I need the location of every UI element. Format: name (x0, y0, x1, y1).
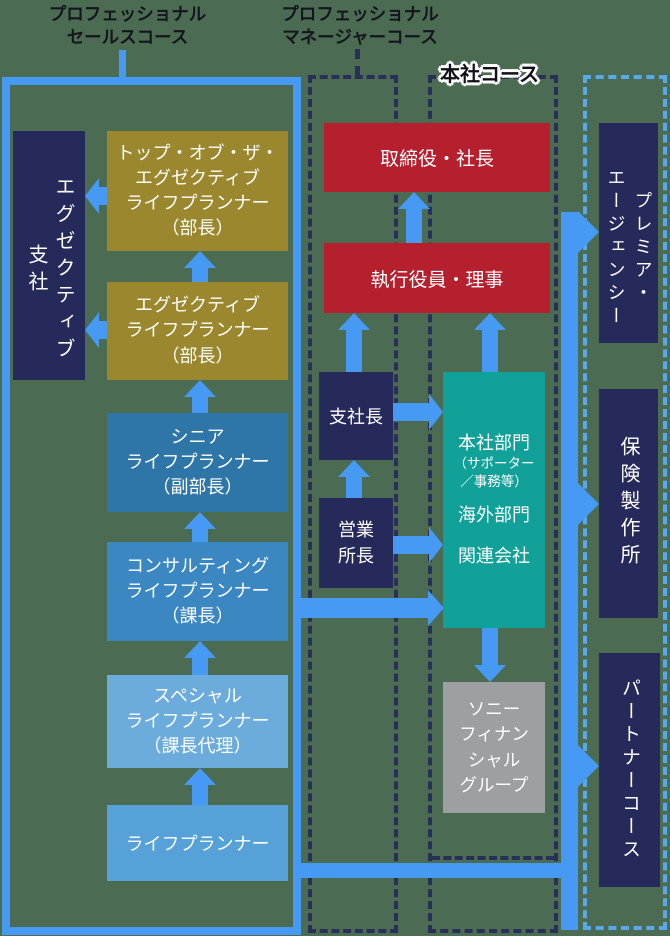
arrow-head (474, 665, 506, 682)
arrow-shaft (192, 656, 208, 675)
executive-officer-box: 執行役員・理事 (324, 243, 550, 313)
arrow-head (184, 251, 216, 268)
arrow-shaft (192, 783, 208, 805)
partner-course-label: パートナーコース (619, 678, 640, 862)
arrow-shaft (482, 328, 498, 372)
arrow-shaft (98, 321, 107, 339)
arrow-sales-office-to-branch-manager (338, 460, 370, 498)
arrow-branch-manager-to-head-office (393, 394, 443, 430)
arrow-head (184, 512, 216, 529)
arrow-special-to-consulting (184, 641, 216, 675)
arrow-consulting-to-senior (184, 512, 216, 542)
consulting-lifeplanner-box: コンサルティング ライフプランナー （課長） (107, 542, 288, 641)
manager-course-frame (308, 75, 398, 933)
executive-branch-label: エグゼクティブ 支社 (25, 176, 74, 365)
arrow-sales-course-to-head-office (296, 590, 444, 626)
arrow-head (474, 313, 506, 330)
head-office-departments-box: 本社部門 （サポーター ／事務等） 海外部門 関連会社 (443, 372, 545, 628)
arrow-shaft (393, 536, 429, 554)
sony-financial-group-box: ソニー フィナン シャル グループ (443, 682, 545, 813)
senior-lifeplanner-box: シニア ライフプランナー （副部長） (107, 413, 288, 512)
arrow-head (184, 768, 216, 785)
arrow-shaft (482, 628, 498, 667)
arrow-to-partner-course (578, 745, 599, 787)
executive-branch-box: エグゼクティブ 支社 (13, 131, 85, 380)
partner-course-box: パートナーコース (599, 653, 660, 887)
arrow-shaft (296, 598, 429, 618)
arrow-head-office-to-sony-financial (474, 628, 506, 682)
arrow-head (85, 312, 99, 348)
arrow-head (85, 178, 99, 214)
arrow-exec-officer-to-president (398, 192, 430, 243)
arrow-shaft (561, 212, 578, 930)
arrow-senior-to-exec-lp (184, 380, 216, 413)
top-of-executive-lifeplanner-box: トップ・オブ・ザ・ エグゼクティブ ライフプランナー （部長） (107, 131, 288, 251)
arrow-sales-office-to-head-office (393, 527, 443, 563)
arrow-head (429, 527, 443, 563)
arrow-shaft (293, 863, 568, 878)
head-office-dept-label: 本社部門 (458, 432, 530, 453)
arrow-head (429, 394, 443, 430)
arrow-to-hoken-seisakusho (578, 483, 599, 525)
lifeplanner-box: ライフプランナー (107, 805, 288, 881)
sales-course-frame (2, 77, 301, 935)
hoken-seisakusho-label: 保険製作所 (617, 436, 639, 571)
arrow-exec-lp-to-branch (85, 312, 107, 348)
label-professional-sales-course: プロフェッショナル セールスコース (48, 4, 207, 48)
arrow-head (398, 192, 430, 209)
arrow-head (184, 380, 216, 397)
hoken-seisakusho-box: 保険製作所 (599, 389, 658, 618)
arrow-branch-manager-to-exec-officer (338, 313, 370, 372)
label-honsha-course: 本社コース (440, 64, 539, 86)
arrow-right-riser-bar (561, 212, 578, 930)
premier-agency-label: プレミア・ エージェンシー (605, 168, 653, 329)
head-office-sub1-label: （サポーター (453, 456, 535, 472)
honsha-course-frame (428, 75, 558, 933)
arrow-top-exec-to-branch (85, 178, 107, 214)
arrow-shaft (192, 266, 208, 282)
label-professional-manager-course: プロフェッショナル マネージャーコース (281, 4, 439, 48)
sales-label-connector (119, 50, 126, 79)
branch-manager-box: 支社長 (319, 372, 393, 460)
arrow-shaft (192, 527, 208, 542)
arrow-shaft (346, 475, 362, 498)
arrow-bottom-horizontal-bar (293, 863, 568, 878)
overseas-dept-label: 海外部門 (458, 505, 530, 526)
manager-label-connector (355, 49, 360, 76)
arrow-shaft (346, 328, 362, 372)
affiliated-companies-label: 関連会社 (458, 545, 530, 566)
arrow-head (578, 745, 599, 787)
arrow-shaft (406, 207, 422, 243)
arrow-head (428, 590, 444, 626)
arrow-shaft (192, 395, 208, 413)
arrow-head-office-to-exec-officer (474, 313, 506, 372)
special-lifeplanner-box: スペシャル ライフプランナー （課長代理） (107, 675, 288, 768)
arrow-head (338, 313, 370, 330)
director-president-box: 取締役・社長 (324, 123, 550, 192)
arrow-shaft (98, 187, 107, 205)
honsha-course-frame-bottom-line (432, 856, 554, 860)
arrow-exec-lp-to-top-exec (184, 251, 216, 282)
premier-agency-box: プレミア・ エージェンシー (599, 123, 658, 343)
sales-office-manager-box: 営業 所長 (319, 498, 393, 588)
executive-lifeplanner-box: エグゼクティブ ライフプランナー （部長） (107, 282, 288, 380)
arrow-shaft (393, 403, 429, 421)
arrow-head (578, 483, 599, 525)
arrow-head (338, 460, 370, 477)
arrow-to-premier-agency (578, 211, 599, 253)
arrow-head (578, 211, 599, 253)
arrow-head (184, 641, 216, 658)
arrow-lifeplanner-to-special (184, 768, 216, 805)
head-office-sub2-label: ／事務等） (460, 473, 528, 489)
